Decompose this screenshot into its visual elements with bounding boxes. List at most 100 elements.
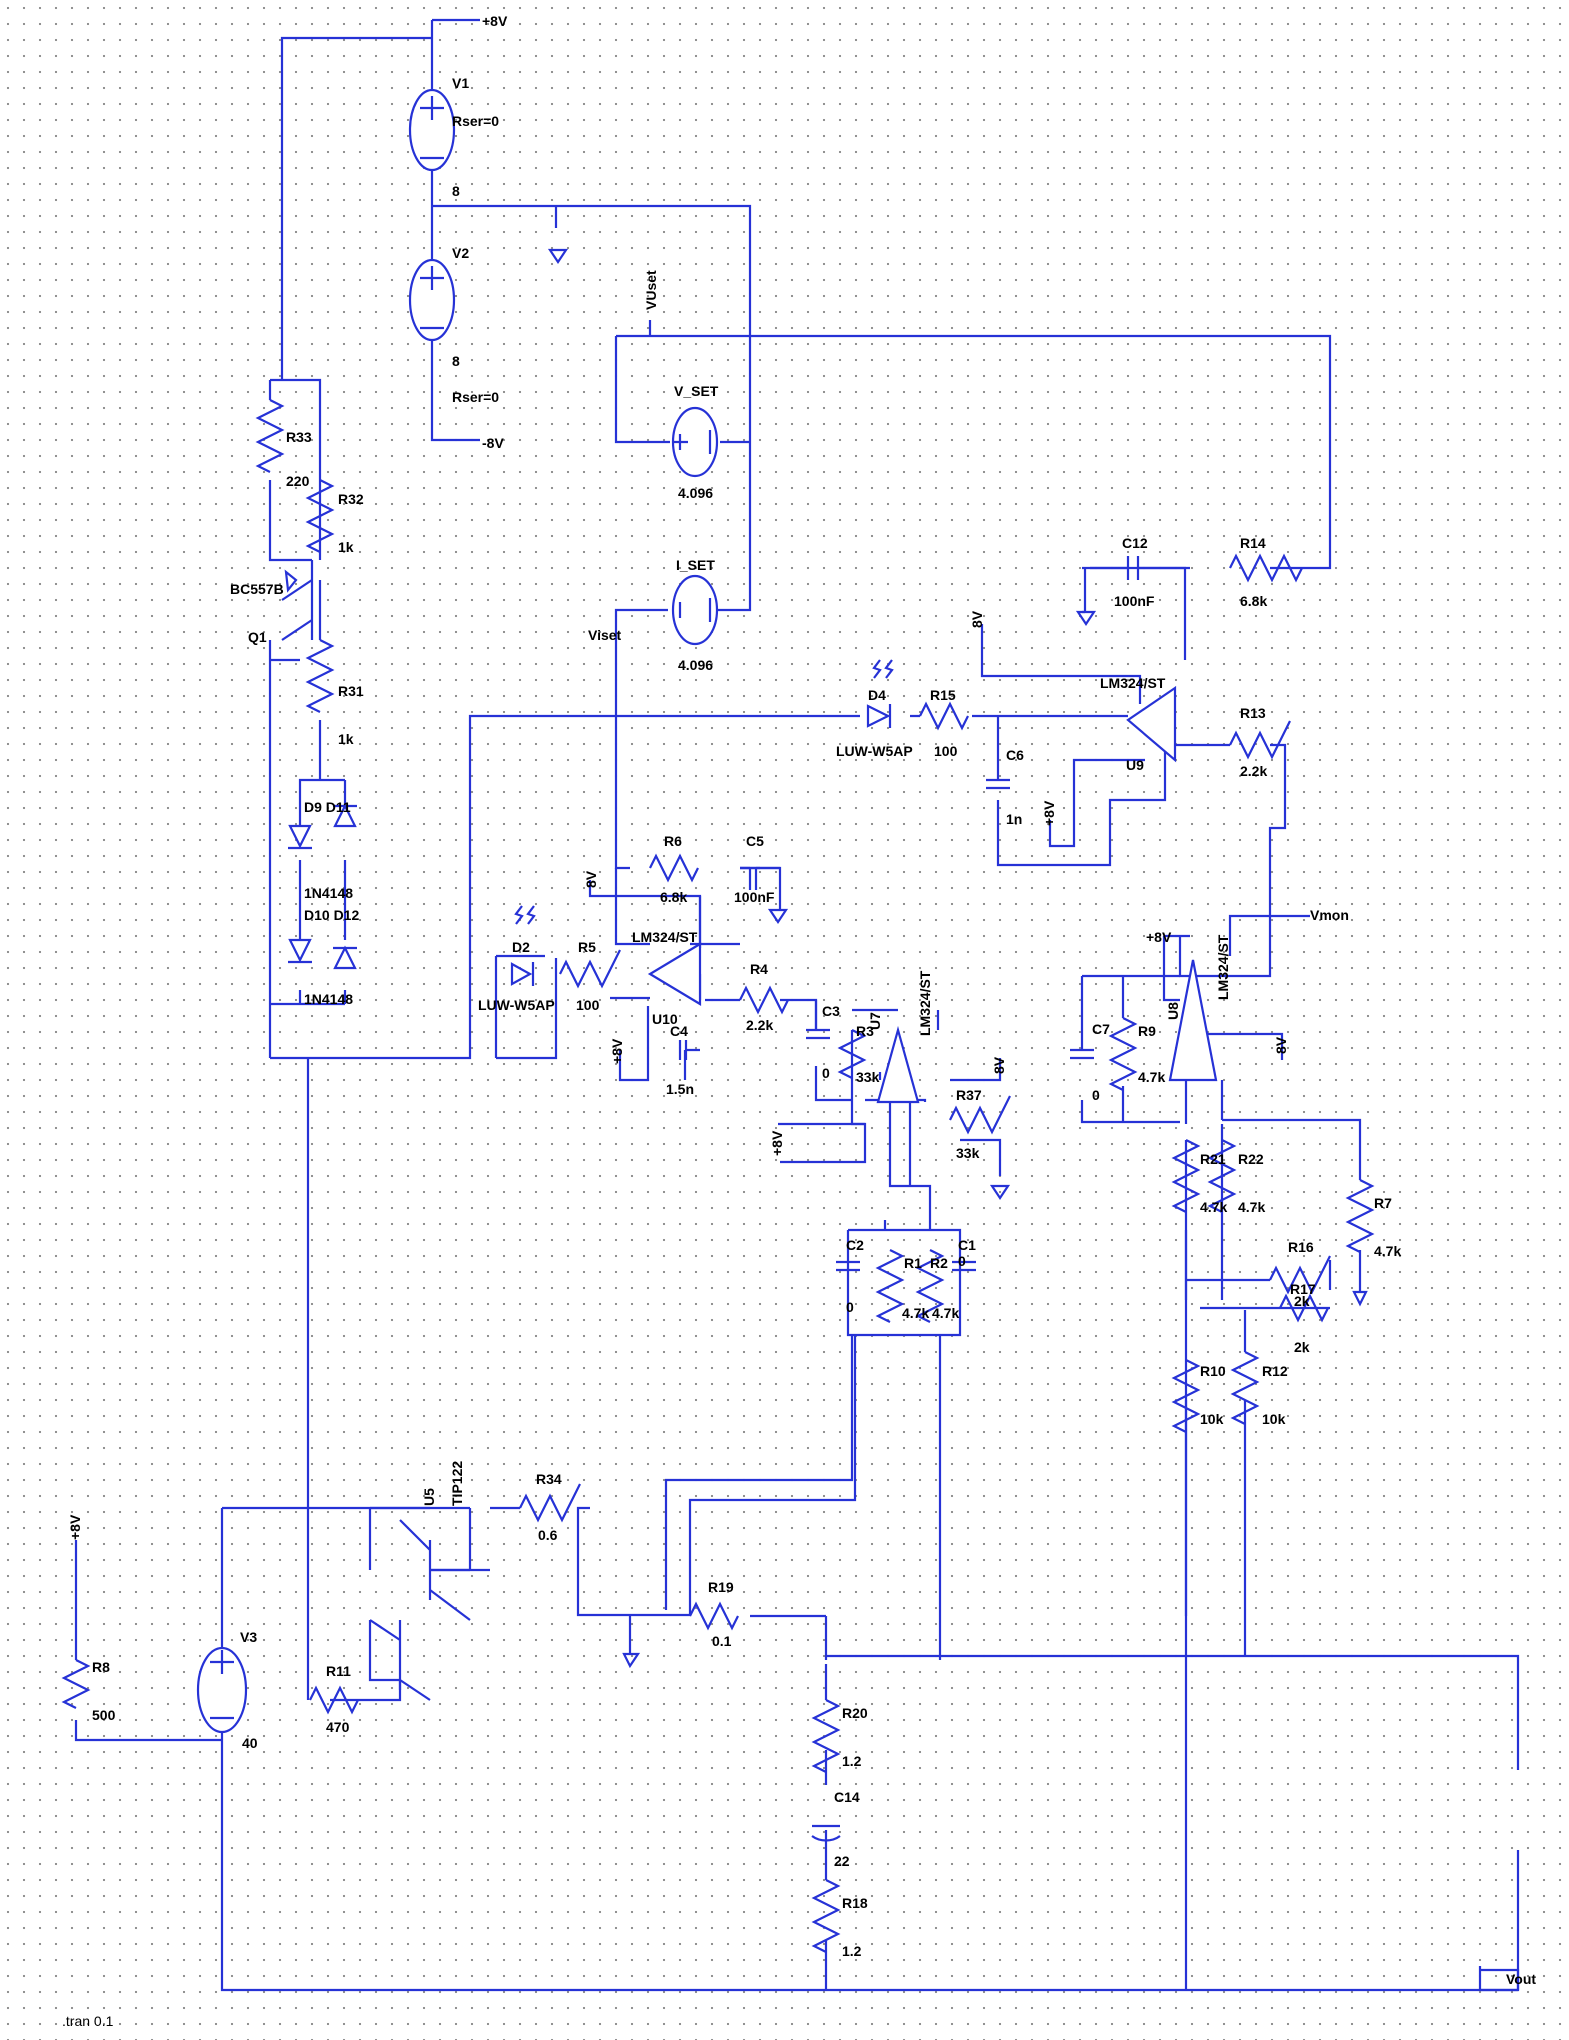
label-r3-val: 33k bbox=[856, 1069, 880, 1085]
label-v1-rser: Rser=0 bbox=[452, 113, 499, 129]
label-c2-val: 0 bbox=[846, 1299, 854, 1315]
label-c2: C2 bbox=[846, 1237, 864, 1253]
label-d4-model: LUW-W5AP bbox=[836, 743, 913, 759]
label-c14: C14 bbox=[834, 1789, 860, 1805]
label-r4-val: 2.2k bbox=[746, 1017, 773, 1033]
label-vout: Vout bbox=[1506, 1971, 1536, 1987]
wires bbox=[74, 18, 1520, 1992]
label-diode-pair-2: 1N4148 bbox=[304, 991, 353, 1007]
label-d4: D4 bbox=[868, 687, 886, 703]
label-r3: R3 bbox=[856, 1023, 874, 1039]
label-c12: C12 bbox=[1122, 535, 1148, 551]
label-u7-8v: 8V bbox=[991, 1056, 1007, 1074]
voltage-source-iset bbox=[671, 574, 719, 646]
label-tip122: TIP122 bbox=[449, 1461, 465, 1506]
label-c6: C6 bbox=[1006, 747, 1024, 763]
label-u9-model: LM324/ST bbox=[1100, 675, 1166, 691]
label-r8-8v: +8V bbox=[67, 1514, 83, 1540]
label-d2-model: LUW-W5AP bbox=[478, 997, 555, 1013]
port-vout bbox=[1480, 1968, 1520, 1990]
label-d2: D2 bbox=[512, 939, 530, 955]
label-u10: U10 bbox=[652, 1011, 678, 1027]
label-u8-model: LM324/ST bbox=[1215, 934, 1231, 1000]
label-u9: U9 bbox=[1126, 757, 1144, 773]
spice-directive: .tran 0.1 bbox=[62, 2013, 114, 2029]
label-r12-val: 10k bbox=[1262, 1411, 1286, 1427]
label-u8-pos8v: +8V bbox=[1146, 929, 1172, 945]
label-r8-val: 500 bbox=[92, 1707, 116, 1723]
label-r15: R15 bbox=[930, 687, 956, 703]
label-r9: R9 bbox=[1138, 1023, 1156, 1039]
label-r19-val: 0.1 bbox=[712, 1633, 732, 1649]
label-r10: R10 bbox=[1200, 1363, 1226, 1379]
label-d9-d11: D9 D11 bbox=[304, 799, 351, 815]
label-u9-pos8v: +8V bbox=[1041, 800, 1057, 826]
label-r31: R31 bbox=[338, 683, 364, 699]
label-r12: R12 bbox=[1262, 1363, 1288, 1379]
label-r17-val: 2k bbox=[1294, 1339, 1310, 1355]
label-r18-val: 1.2 bbox=[842, 1943, 862, 1959]
label-r31-val: 1k bbox=[338, 731, 354, 747]
label-pos8v-top: +8V bbox=[482, 13, 508, 29]
label-c5: C5 bbox=[746, 833, 764, 849]
label-r20-val: 1.2 bbox=[842, 1753, 862, 1769]
label-v2-val: 8 bbox=[452, 353, 460, 369]
label-r32: R32 bbox=[338, 491, 364, 507]
label-r34-val: 0.6 bbox=[538, 1527, 558, 1543]
opamps bbox=[647, 685, 1218, 1104]
label-c4: C4 bbox=[670, 1023, 688, 1039]
label-u7: U7 bbox=[867, 1012, 883, 1030]
label-r19: R19 bbox=[708, 1579, 734, 1595]
label-r37: R37 bbox=[956, 1087, 982, 1103]
label-r4: R4 bbox=[750, 961, 768, 977]
label-c1: C1 bbox=[958, 1237, 976, 1253]
label-r20: R20 bbox=[842, 1705, 868, 1721]
label-r6-val: 6.8k bbox=[660, 889, 687, 905]
label-r21-val: 4.7k bbox=[1200, 1199, 1227, 1215]
label-r10-val: 10k bbox=[1200, 1411, 1224, 1427]
label-bc557b: BC557B bbox=[230, 581, 284, 597]
label-r11: R11 bbox=[326, 1663, 351, 1679]
transistors bbox=[281, 558, 471, 1701]
label-c7: C7 bbox=[1092, 1021, 1110, 1037]
label-r7-val: 4.7k bbox=[1374, 1243, 1401, 1259]
label-c12-val: 100nF bbox=[1114, 593, 1155, 609]
label-vmon: Vmon bbox=[1310, 907, 1349, 923]
label-r7: R7 bbox=[1374, 1195, 1392, 1211]
label-r11-val: 470 bbox=[326, 1719, 350, 1735]
label-r33: R33 bbox=[286, 429, 312, 445]
label-r1: R1 bbox=[904, 1255, 922, 1271]
label-r21: R21 bbox=[1200, 1151, 1226, 1167]
label-v1: V1 bbox=[452, 75, 469, 91]
label-u5: U5 bbox=[421, 1488, 437, 1506]
label-r13: R13 bbox=[1240, 705, 1266, 721]
label-v1-val: 8 bbox=[452, 183, 460, 199]
label-q1: Q1 bbox=[248, 629, 267, 645]
label-u8-8v: 8V bbox=[1273, 1036, 1289, 1054]
label-c3: C3 bbox=[822, 1003, 840, 1019]
label-u10-8v: 8V bbox=[583, 870, 599, 888]
label-r37-val: 33k bbox=[956, 1145, 980, 1161]
label-u7-pos8v: +8V bbox=[769, 1130, 785, 1156]
label-v2: V2 bbox=[452, 245, 469, 261]
capacitors bbox=[678, 556, 1190, 1842]
label-v3: V3 bbox=[240, 1629, 257, 1645]
diodes bbox=[288, 659, 894, 986]
label-r1-val: 4.7k bbox=[902, 1305, 929, 1321]
label-viset: Viset bbox=[588, 627, 622, 643]
label-diode-pair-1: 1N4148 bbox=[304, 885, 353, 901]
label-r2-val: 4.7k bbox=[932, 1305, 959, 1321]
label-u7-model: LM324/ST bbox=[917, 970, 933, 1036]
label-r2: R2 bbox=[930, 1255, 948, 1271]
voltage-source-v2 bbox=[408, 258, 456, 342]
label-iset-val: 4.096 bbox=[678, 657, 713, 673]
label-vuset: VUset bbox=[643, 270, 659, 310]
label-c7-val: 0 bbox=[1092, 1087, 1100, 1103]
voltage-source-v3 bbox=[196, 1646, 248, 1734]
label-d10-d12: D10 D12 bbox=[304, 907, 359, 923]
label-r16-val: 2k bbox=[1294, 1293, 1310, 1309]
label-c3-val: 0 bbox=[822, 1065, 830, 1081]
label-c1-val: 0 bbox=[958, 1253, 966, 1269]
label-r18: R18 bbox=[842, 1895, 868, 1911]
